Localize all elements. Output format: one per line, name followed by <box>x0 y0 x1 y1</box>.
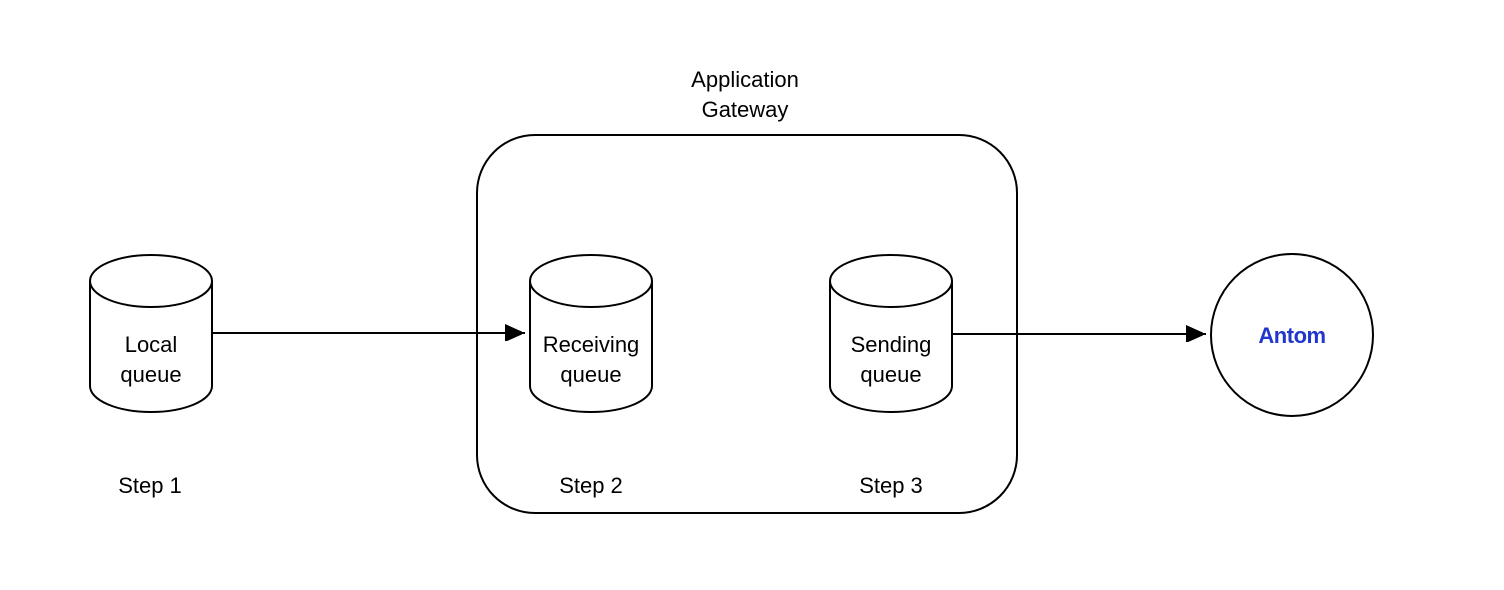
local-queue-cylinder <box>89 254 213 413</box>
step-3-label: Step 3 <box>859 473 923 498</box>
receiving-queue-label: Receiving queue <box>542 332 640 387</box>
sending-queue-label: Sending queue <box>850 332 932 387</box>
step-1-label: Step 1 <box>118 473 182 498</box>
receiving-queue-cylinder <box>529 254 653 413</box>
sending-queue-cylinder <box>829 254 953 413</box>
application-gateway-label: Application Gateway <box>691 67 799 122</box>
antom-logo: Antom <box>1258 323 1326 348</box>
local-queue-label: Local queue <box>120 332 182 387</box>
antom-circle <box>1210 253 1374 417</box>
step-2-label: Step 2 <box>559 473 623 498</box>
application-gateway-box <box>476 134 1018 514</box>
